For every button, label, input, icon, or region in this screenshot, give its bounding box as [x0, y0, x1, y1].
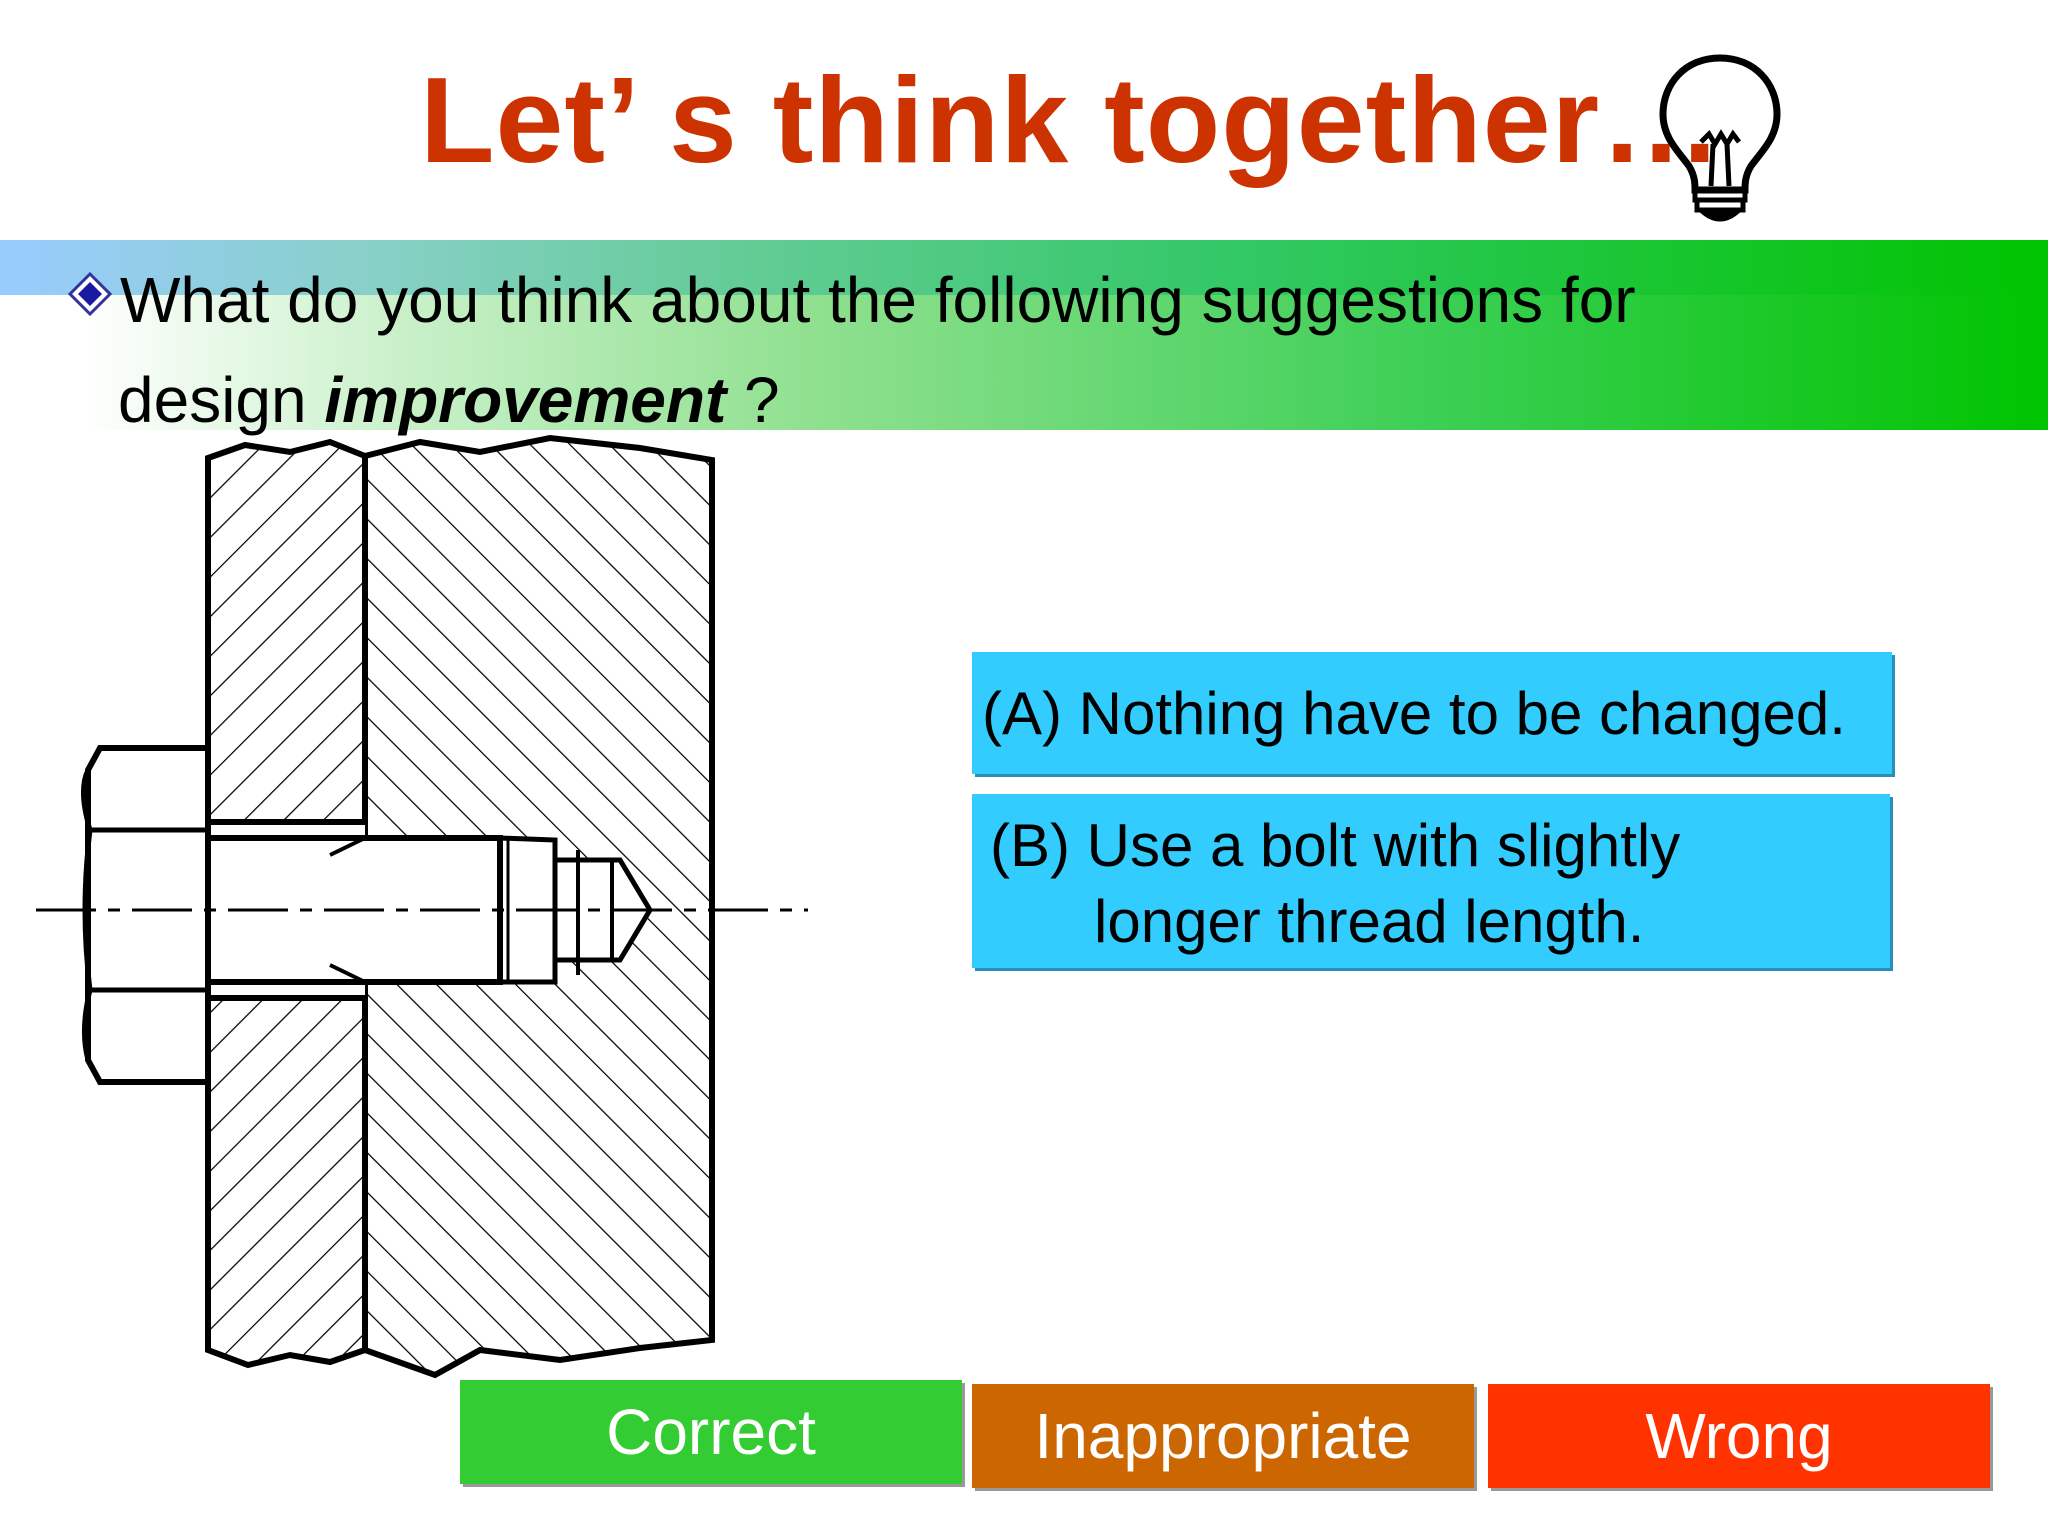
- correct-button[interactable]: Correct: [460, 1380, 962, 1484]
- question-line2: design improvement ?: [118, 350, 1920, 450]
- bolt-joint-drawing: [36, 434, 808, 1379]
- option-b[interactable]: (B) Use a bolt with slightly longer thre…: [972, 794, 1890, 968]
- option-b-line1: (B) Use a bolt with slightly: [990, 812, 1681, 879]
- option-b-line2: longer thread length.: [1094, 888, 1645, 955]
- banner-highlight: [0, 240, 2048, 295]
- question-text: What do you think about the following su…: [118, 250, 1920, 450]
- question-prefix: design: [118, 364, 325, 436]
- lightbulb-icon: [1659, 54, 1781, 222]
- diamond-bullet-icon: [68, 272, 112, 316]
- wrong-button[interactable]: Wrong: [1488, 1384, 1990, 1488]
- inappropriate-button[interactable]: Inappropriate: [972, 1384, 1474, 1488]
- question-line1: What do you think about the following su…: [120, 264, 1636, 336]
- bolt-head: [85, 745, 211, 1085]
- question-emphasis: improvement: [324, 364, 727, 436]
- option-a-label: (A) Nothing have to be changed.: [982, 680, 1846, 747]
- page-title: Let’ s think together…: [420, 52, 1724, 188]
- option-a[interactable]: (A) Nothing have to be changed.: [972, 652, 1892, 774]
- question-suffix: ?: [726, 364, 780, 436]
